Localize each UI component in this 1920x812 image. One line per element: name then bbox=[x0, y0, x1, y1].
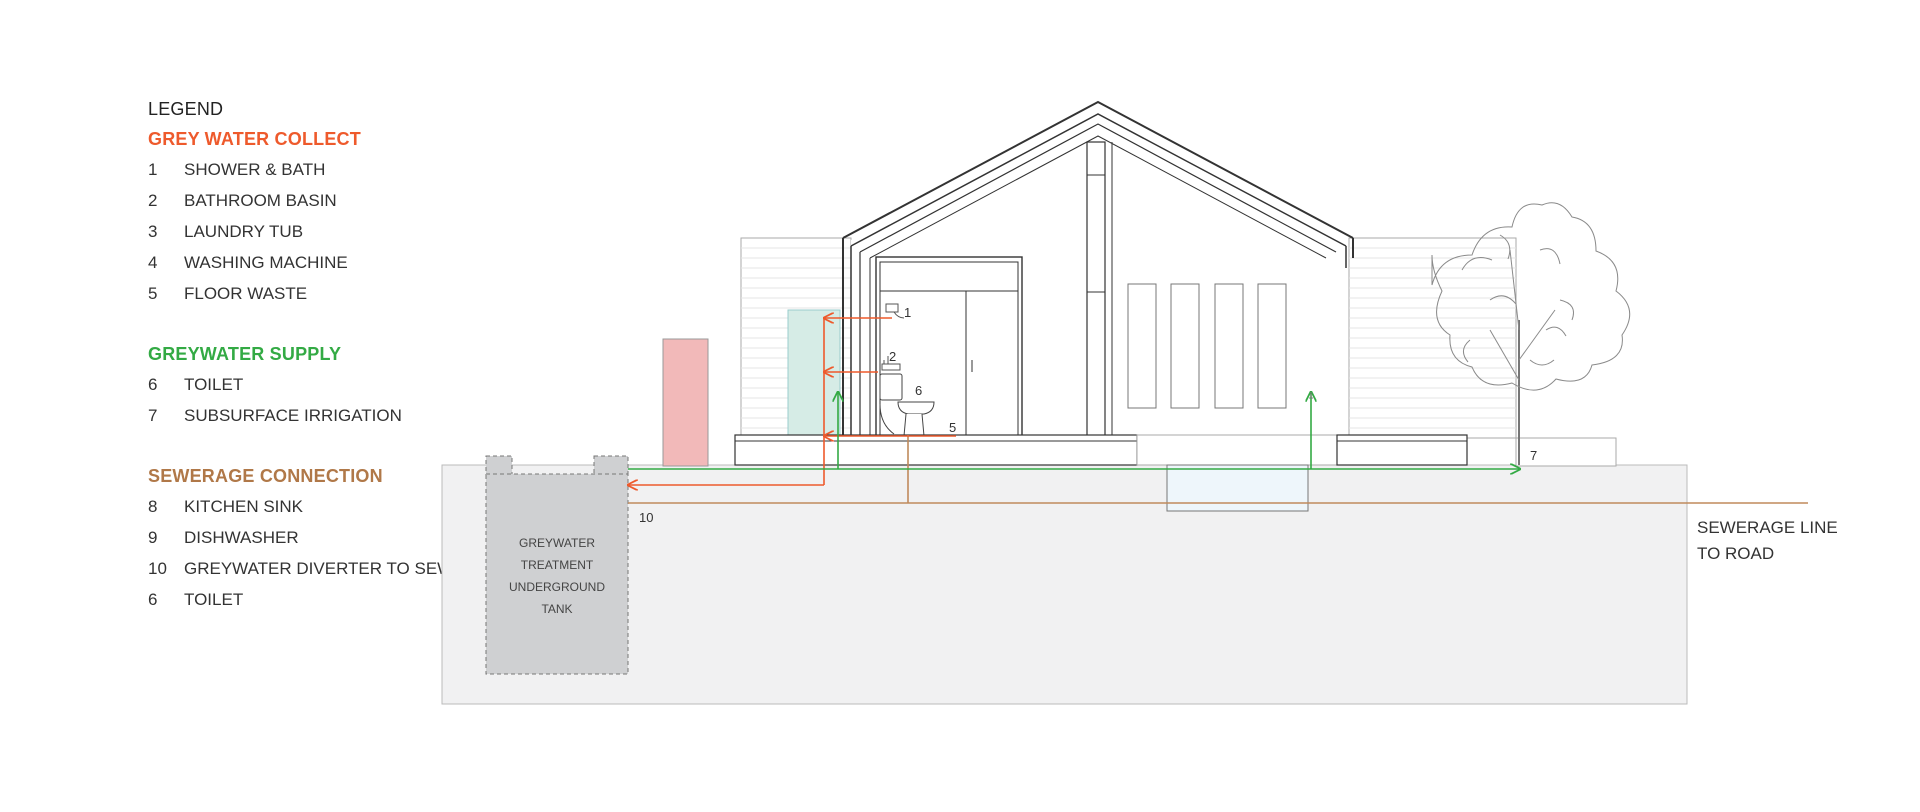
basin-icon bbox=[881, 363, 901, 371]
legend-item-label: DISHWASHER bbox=[184, 528, 299, 547]
window bbox=[1214, 283, 1244, 409]
legend-item-label: FLOOR WASTE bbox=[184, 284, 308, 303]
legend-item-number: 8 bbox=[148, 497, 158, 516]
tank-riser-right bbox=[593, 455, 629, 477]
legend-item-label: WASHING MACHINE bbox=[184, 253, 348, 272]
legend-item: 5 FLOOR WASTE bbox=[148, 278, 448, 309]
legend-item-number: 6 bbox=[148, 590, 158, 609]
tree bbox=[1431, 202, 1631, 465]
legend-item-label: TOILET bbox=[184, 590, 244, 609]
legend-item-label: LAUNDRY TUB bbox=[184, 222, 304, 241]
marker-7: 7 bbox=[1530, 448, 1537, 463]
legend-item-label: SUBSURFACE IRRIGATION bbox=[184, 406, 402, 425]
legend-item-label: SHOWER & BATH bbox=[184, 160, 326, 179]
tank-label-line: GREYWATER bbox=[519, 536, 595, 550]
ground-section bbox=[441, 464, 1688, 705]
legend-item-number: 3 bbox=[148, 222, 158, 241]
greywater-supply-pipes bbox=[628, 392, 1520, 469]
bathroom-fixtures bbox=[879, 303, 935, 437]
legend-item: 9 DISHWASHER bbox=[148, 522, 448, 553]
legend: LEGEND GREY WATER COLLECT 1 SHOWER & BATH… bbox=[148, 94, 477, 615]
legend-item-number: 5 bbox=[148, 284, 158, 303]
grey-water-collect-pipes bbox=[628, 318, 956, 485]
legend-heading-greywater-supply: GREYWATER SUPPLY bbox=[148, 344, 342, 364]
floor-slab-left bbox=[734, 434, 1138, 466]
window bbox=[1257, 283, 1287, 409]
underground-tank: GREYWATER TREATMENT UNDERGROUND TANK bbox=[485, 455, 629, 675]
marker-2: 2 bbox=[889, 349, 896, 364]
glass-door bbox=[787, 309, 841, 439]
tank-label-line: TREATMENT bbox=[521, 558, 594, 572]
floor-slab-right bbox=[1336, 434, 1468, 466]
toilet-icon bbox=[879, 373, 935, 437]
legend-item: 8 KITCHEN SINK bbox=[148, 491, 448, 522]
marker-5: 5 bbox=[949, 420, 956, 435]
tank-label-line: TANK bbox=[541, 602, 572, 616]
legend-item-number: 1 bbox=[148, 160, 158, 179]
legend-item: 1 SHOWER & BATH bbox=[148, 154, 448, 185]
legend-item: 7 SUBSURFACE IRRIGATION bbox=[148, 400, 448, 431]
legend-item: 4 WASHING MACHINE bbox=[148, 247, 448, 278]
legend-item: 6 TOILET bbox=[148, 584, 448, 615]
rainwater-tank bbox=[662, 338, 709, 467]
legend-item: 2 BATHROOM BASIN bbox=[148, 185, 448, 216]
legend-item-number: 4 bbox=[148, 253, 158, 272]
window bbox=[1127, 283, 1157, 409]
house-gable bbox=[842, 100, 1354, 439]
legend-item: 3 LAUNDRY TUB bbox=[148, 216, 448, 247]
left-wing bbox=[740, 237, 852, 439]
tank-label-line: UNDERGROUND bbox=[509, 580, 605, 594]
legend-item: 6 TOILET bbox=[148, 369, 448, 400]
legend-item-label: BATHROOM BASIN bbox=[184, 191, 337, 210]
legend-item-label: GREYWATER DIVERTER TO SEWER bbox=[184, 559, 477, 578]
legend-item: 10 GREYWATER DIVERTER TO SEWER bbox=[148, 553, 477, 584]
sewerage-line-label: SEWERAGE LINE bbox=[1697, 518, 1838, 537]
legend-item-number: 7 bbox=[148, 406, 158, 425]
floor-slab-mid bbox=[1136, 434, 1338, 466]
marker-1: 1 bbox=[904, 305, 911, 320]
legend-item-number: 2 bbox=[148, 191, 158, 210]
legend-heading-grey-water-collect: GREY WATER COLLECT bbox=[148, 129, 361, 149]
underground-pit bbox=[1166, 464, 1309, 512]
legend-item-number: 9 bbox=[148, 528, 158, 547]
legend-item-number: 6 bbox=[148, 375, 158, 394]
legend-title: LEGEND bbox=[148, 99, 224, 119]
legend-item-label: KITCHEN SINK bbox=[184, 497, 304, 516]
sewerage-line-label: TO ROAD bbox=[1697, 544, 1774, 563]
marker-10: 10 bbox=[639, 510, 653, 525]
legend-heading-sewerage-connection: SEWERAGE CONNECTION bbox=[148, 466, 383, 486]
right-wing bbox=[1348, 237, 1617, 467]
tank-body bbox=[485, 473, 629, 675]
window bbox=[1170, 283, 1200, 409]
legend-item-label: TOILET bbox=[184, 375, 244, 394]
legend-item-number: 10 bbox=[148, 559, 167, 578]
marker-6: 6 bbox=[915, 383, 922, 398]
tank-riser-left bbox=[485, 455, 513, 477]
